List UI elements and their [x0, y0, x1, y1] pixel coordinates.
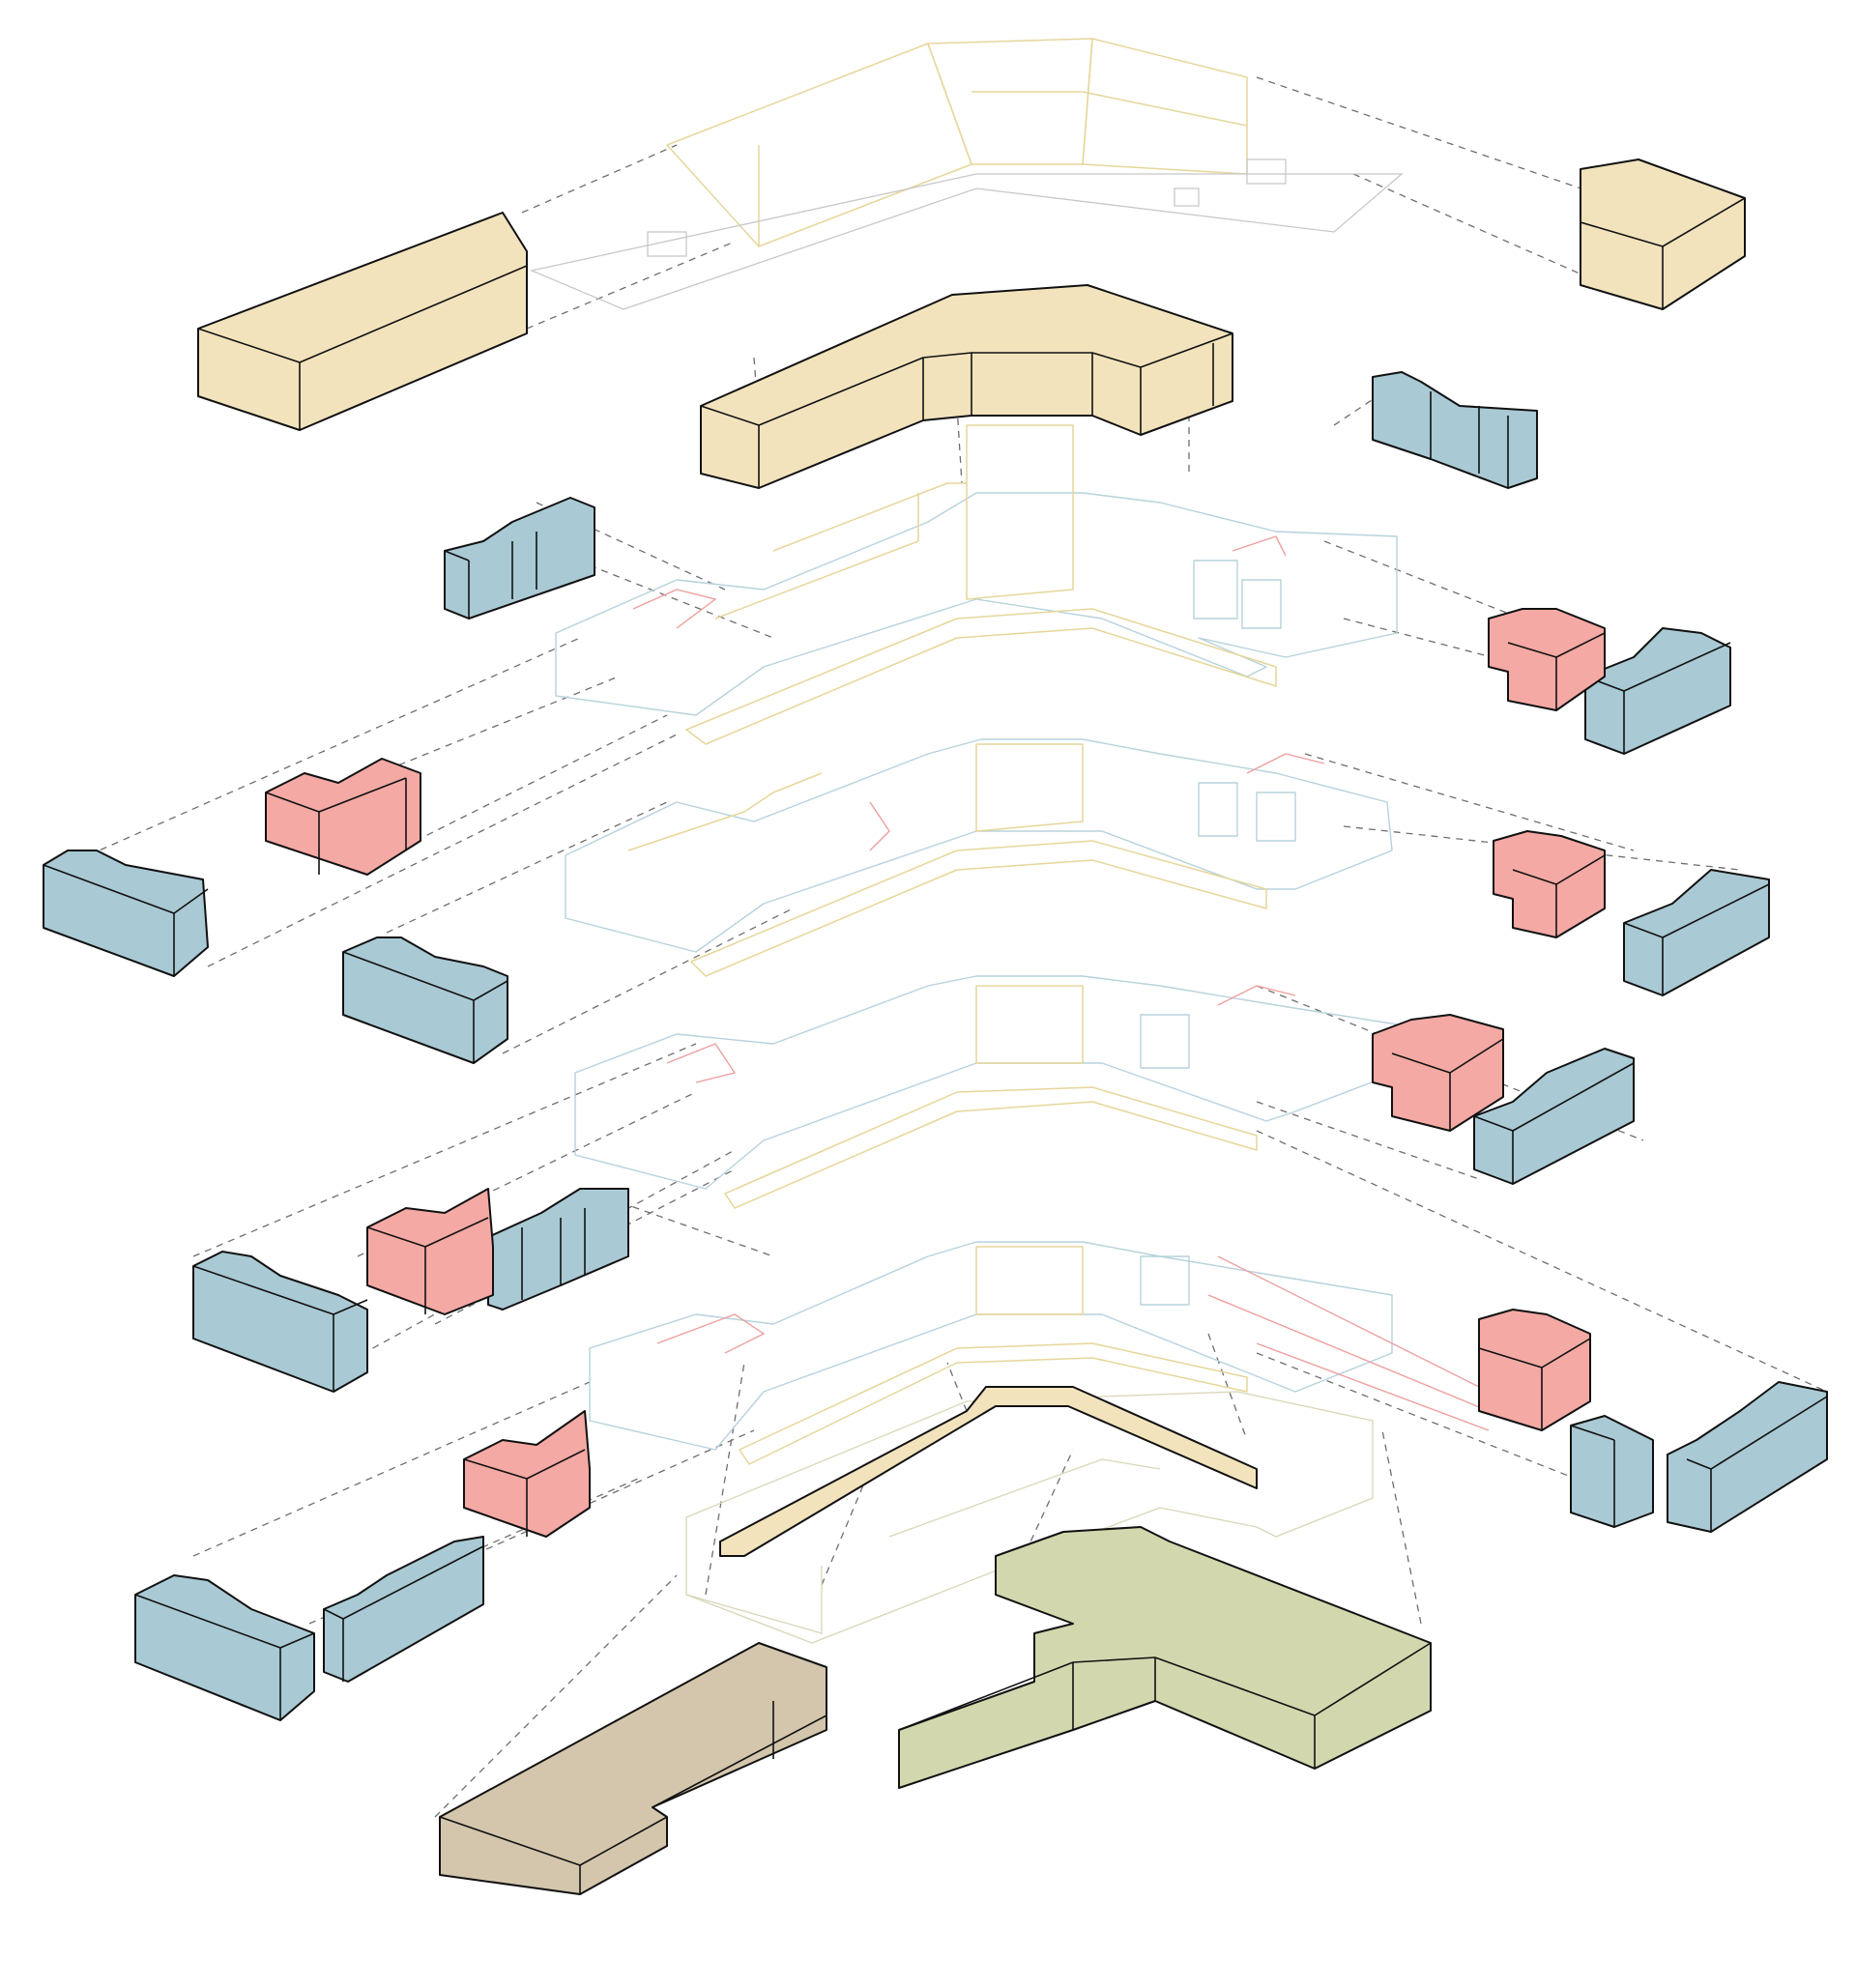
wing-left-1	[43, 850, 209, 977]
floor-slab-1	[555, 424, 1398, 745]
stair-symbol-icon	[1174, 187, 1200, 207]
wing-top-left	[444, 497, 595, 619]
ghost-roof-plan	[529, 38, 1404, 310]
core-left-2	[366, 1188, 494, 1315]
floor-slab-2	[565, 738, 1393, 977]
wing-left-3	[192, 1251, 368, 1393]
core-right-1	[1488, 608, 1606, 711]
core-right-2	[1493, 830, 1606, 938]
wing-left-2	[342, 936, 508, 1064]
wing-left-6	[323, 1536, 484, 1683]
wing-right-2	[1623, 869, 1770, 996]
wing-left-4	[487, 1188, 629, 1311]
corridor-slab-ground	[719, 1386, 1258, 1557]
wing-right-1	[1584, 627, 1731, 755]
core-right-3	[1372, 1014, 1504, 1132]
wing-right-3	[1473, 1048, 1635, 1185]
roof-block-right	[1580, 158, 1746, 310]
wing-left-5	[134, 1574, 315, 1721]
wing-right-5	[1667, 1381, 1828, 1533]
stair-symbol-icon	[1246, 158, 1287, 185]
roof-block-center	[700, 284, 1233, 489]
podium-block	[898, 1526, 1432, 1789]
core-right-4	[1478, 1309, 1591, 1431]
wing-right-4	[1570, 1415, 1654, 1528]
floor-slab-3	[574, 975, 1398, 1209]
core-left-3	[463, 1410, 591, 1538]
floor-slab-ground	[685, 1391, 1374, 1644]
core-left-1	[265, 758, 421, 876]
lower-base-block	[439, 1642, 827, 1895]
stair-symbol-icon	[647, 231, 687, 257]
floor-slab-4	[589, 1241, 1490, 1465]
roof-block-left	[197, 212, 528, 431]
wing-top-right	[1372, 371, 1538, 489]
